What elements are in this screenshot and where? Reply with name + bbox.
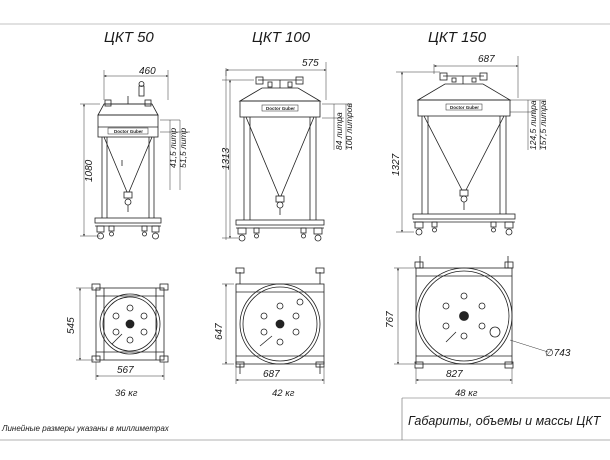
tank-150-height-label: 1327 (391, 153, 402, 176)
tank-150-dimension-lines (396, 56, 546, 233)
tank-150-title: ЦКТ 150 (428, 29, 487, 46)
tank-50-front-view (94, 81, 162, 240)
tank-50-brand-label: Doctor Guber (114, 129, 143, 134)
tank-100-plan-depth-label: 647 (214, 323, 225, 340)
tank-50-volume-high-label: 51,5 литр (178, 128, 188, 168)
tank-100-width-label: 575 (302, 58, 319, 69)
tank-100-brand-label: Doctor Guber (266, 106, 295, 111)
tank-50-height-label: 1080 (84, 159, 95, 182)
tank-150-plan-dimension-lines (394, 267, 549, 384)
tank-150-front-view (412, 72, 516, 236)
tank-100-volume-high-label: 100 литров (344, 102, 354, 150)
units-note: Линейные размеры указаны в миллиметрах (1, 424, 170, 433)
tank-150-plan-width-label: 827 (446, 369, 463, 380)
tank-100-plan-dimension-lines (222, 283, 325, 384)
tank-150-volume-low-label: 124,5 литра (528, 100, 538, 150)
tank-100-front-view (235, 76, 325, 242)
tank-50-title: ЦКТ 50 (104, 29, 154, 46)
tank-50-plan-width-label: 567 (117, 365, 134, 376)
tank-50-volume-low-label: 41,5 литр (168, 128, 178, 168)
tank-100-title: ЦКТ 100 (252, 29, 311, 46)
tank-150-volume-high-label: 157,5 литра (538, 100, 548, 150)
tank-150-width-label: 687 (478, 54, 495, 65)
tank-50-brand-plate (107, 127, 149, 135)
tank-100-plan-width-label: 687 (263, 369, 280, 380)
tank-50-width-label: 460 (139, 66, 156, 77)
tank-150-diameter-label: ∅743 (545, 348, 571, 359)
tank-50-dimension-lines (80, 70, 190, 237)
tank-100-volume-low-label: 84 литра (334, 112, 344, 150)
tank-50-top-view (91, 283, 169, 363)
tank-150-brand-plate (445, 103, 483, 111)
tank-100-brand-plate (261, 104, 299, 112)
tank-100-mass-label: 42 кг (272, 388, 295, 399)
tank-100-height-label: 1313 (221, 147, 232, 170)
tank-150-brand-label: Doctor Guber (450, 105, 479, 110)
sheet-title: Габариты, объемы и массы ЦКТ (408, 414, 602, 428)
tank-150-plan-depth-label: 767 (385, 311, 396, 328)
tank-150-top-view (414, 256, 514, 369)
tank-150-mass-label: 48 кг (455, 388, 478, 399)
tank-100-top-view (235, 267, 325, 374)
tank-100-dimension-lines (222, 62, 352, 240)
tank-50-plan-dimension-lines (76, 287, 165, 380)
tank-50-mass-label: 36 кг (115, 388, 138, 399)
tank-50-plan-depth-label: 545 (66, 317, 77, 334)
